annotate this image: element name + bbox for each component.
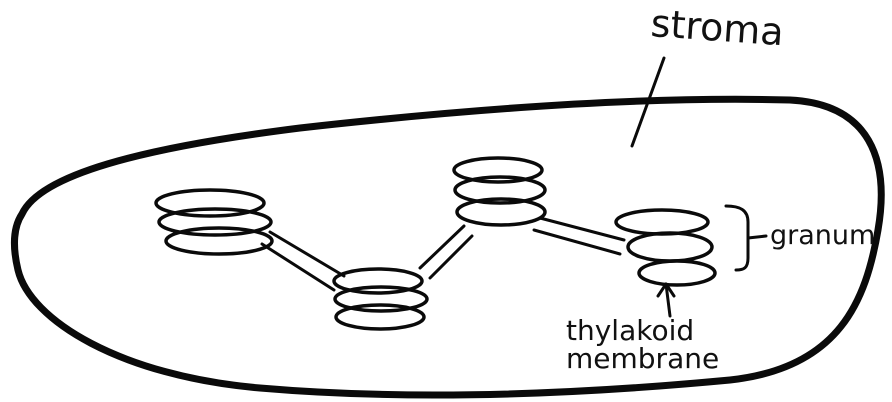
thylakoid-disc bbox=[333, 285, 429, 313]
stroma-label: stroma bbox=[649, 1, 785, 54]
thylakoid-disc bbox=[164, 226, 274, 256]
thylakoid-membrane-label-line2: membrane bbox=[566, 342, 719, 375]
granum-stack bbox=[614, 208, 717, 287]
thylakoid-disc bbox=[637, 259, 717, 287]
thylakoid-disc bbox=[332, 267, 424, 295]
granum-label: granum bbox=[770, 220, 875, 251]
thylakoid-disc bbox=[334, 303, 426, 331]
thylakoid-membrane-label-line1: thylakoid bbox=[566, 314, 694, 347]
thylakoid-arrow bbox=[656, 282, 676, 318]
thylakoid-disc bbox=[455, 197, 547, 227]
granum-stack bbox=[332, 267, 429, 331]
granum-stack bbox=[154, 188, 274, 256]
stroma-pointer-line bbox=[630, 56, 666, 148]
granum-bracket bbox=[724, 204, 768, 272]
thylakoid-disc bbox=[626, 231, 714, 263]
thylakoid-disc bbox=[157, 207, 273, 237]
chloroplast-outer-membrane bbox=[11, 95, 885, 399]
thylakoid-disc bbox=[453, 175, 547, 205]
thylakoid-disc bbox=[614, 208, 710, 236]
thylakoid-disc bbox=[154, 188, 266, 218]
granum-stack bbox=[452, 156, 547, 227]
thylakoid-disc bbox=[452, 156, 544, 184]
stroma-lamellae bbox=[260, 216, 626, 292]
